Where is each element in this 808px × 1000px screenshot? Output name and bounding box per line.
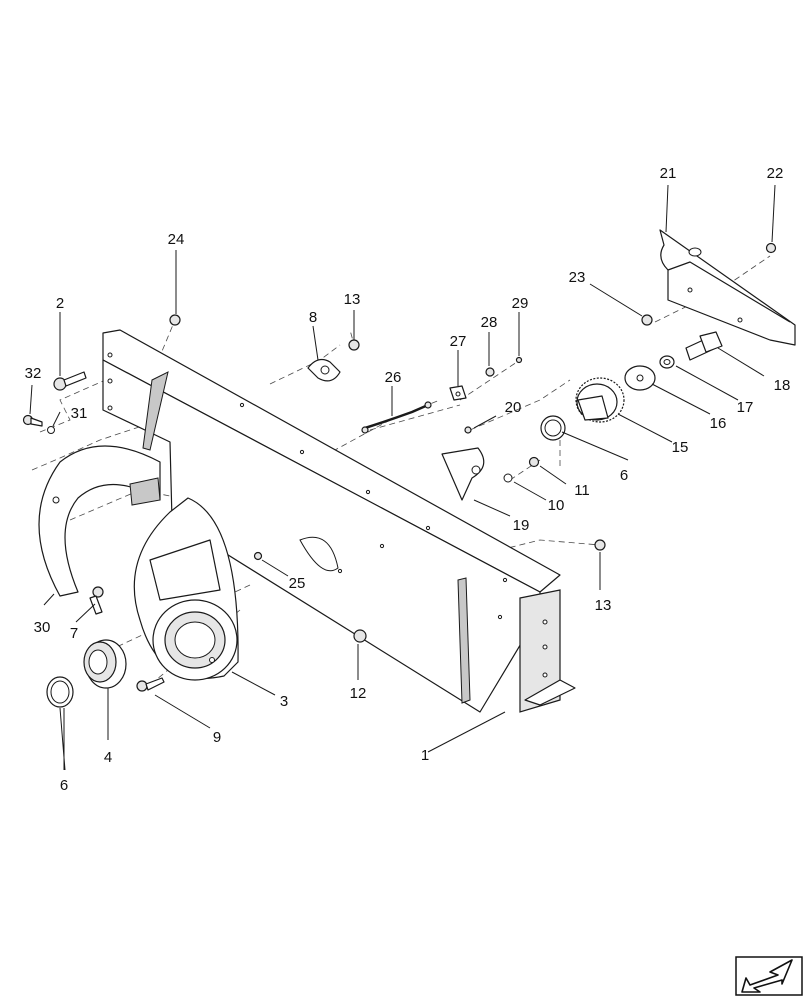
previous-page-button[interactable] — [735, 956, 803, 996]
callout-6-lower: 6 — [60, 777, 68, 794]
callout-13-right: 13 — [595, 597, 612, 614]
callout-32: 32 — [25, 365, 42, 382]
callout-16: 16 — [710, 415, 727, 432]
callout-18: 18 — [774, 377, 791, 394]
callout-11: 11 — [574, 482, 590, 499]
callout-24: 24 — [168, 231, 185, 248]
callout-12: 12 — [350, 685, 367, 702]
washer-6-left — [46, 676, 74, 708]
washer-17 — [659, 355, 675, 369]
callout-26: 26 — [385, 369, 402, 386]
callout-22: 22 — [767, 165, 784, 182]
callout-2: 2 — [56, 295, 64, 312]
bearing-housing-3 — [133, 497, 239, 681]
callout-29: 29 — [512, 295, 529, 312]
previous-page-arrow-icon[interactable] — [741, 959, 793, 993]
callout-20: 20 — [505, 399, 522, 416]
curved-guard-30 — [38, 445, 161, 597]
nut-23 — [641, 314, 653, 326]
leader-lines — [29, 184, 776, 771]
callout-23: 23 — [569, 269, 586, 286]
callout-21: 21 — [660, 165, 677, 182]
callout-labels: 1 2 3 4 6 6 7 8 9 10 11 12 13 13 15 16 1… — [25, 165, 791, 794]
callout-17: 17 — [737, 399, 754, 416]
callout-13-top: 13 — [344, 291, 361, 308]
washer-16 — [624, 365, 656, 391]
bearing-4 — [83, 639, 127, 689]
callout-7: 7 — [70, 625, 78, 642]
callout-15: 15 — [672, 439, 689, 456]
callout-1: 1 — [421, 747, 429, 764]
callout-8: 8 — [309, 309, 317, 326]
washer-6-right — [540, 415, 566, 441]
callout-28: 28 — [481, 314, 498, 331]
fasteners — [22, 314, 606, 692]
callout-25: 25 — [289, 575, 306, 592]
callout-6-upper: 6 — [620, 467, 628, 484]
callout-19: 19 — [513, 517, 530, 534]
main-frame-beam — [102, 329, 576, 713]
callout-31: 31 — [71, 405, 88, 422]
sprocket-15 — [575, 377, 625, 423]
callout-30: 30 — [34, 619, 51, 636]
cover-plate-21 — [659, 229, 796, 346]
callout-4: 4 — [104, 749, 112, 766]
callout-10: 10 — [548, 497, 565, 514]
callout-9: 9 — [213, 729, 221, 746]
bolt-18 — [685, 331, 723, 361]
callout-27: 27 — [450, 333, 467, 350]
callout-3: 3 — [280, 693, 288, 710]
